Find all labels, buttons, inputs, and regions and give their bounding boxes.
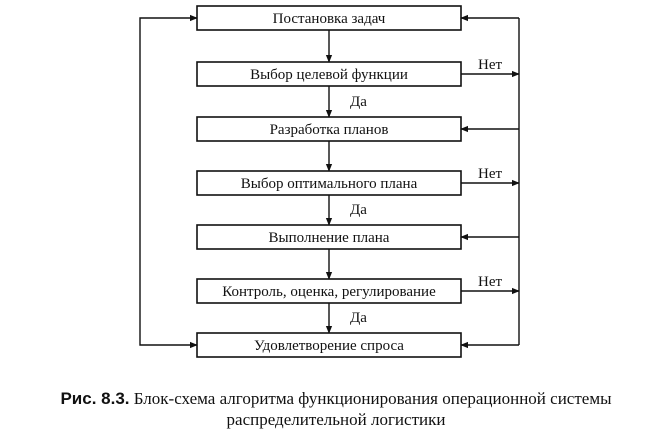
no-label-2: Нет (478, 166, 502, 182)
figure-caption: Рис. 8.3. Блок-схема алгоритма функциони… (0, 388, 672, 430)
block-demand-satisfaction-label: Удовлетворение спроса (254, 338, 404, 354)
block-optimal-plan: Выбор оптимального плана (196, 170, 462, 196)
caption-line-1: Рис. 8.3. Блок-схема алгоритма функциони… (0, 388, 672, 409)
yes-label-3: Да (350, 310, 367, 326)
no-label-3: Нет (478, 274, 502, 290)
caption-line-2: распределительной логистики (226, 410, 446, 429)
flowchart: Постановка задач Выбор целевой функции Р… (139, 5, 520, 358)
caption-text-1: Блок-схема алгоритма функционирования оп… (133, 389, 612, 408)
block-optimal-plan-label: Выбор оптимального плана (241, 176, 418, 192)
caption-number: Рис. 8.3. (60, 389, 130, 408)
block-problem-setting: Постановка задач (196, 5, 462, 31)
yes-label-1: Да (350, 94, 367, 110)
block-plan-execution: Выполнение плана (196, 224, 462, 250)
block-plan-development-label: Разработка планов (270, 122, 389, 138)
block-plan-development: Разработка планов (196, 116, 462, 142)
block-objective-function-label: Выбор целевой функции (250, 67, 408, 83)
no-label-1: Нет (478, 57, 502, 73)
block-control-label: Контроль, оценка, регулирование (222, 284, 436, 300)
block-plan-execution-label: Выполнение плана (269, 230, 390, 246)
block-objective-function: Выбор целевой функции (196, 61, 462, 87)
left-feedback-line (139, 14, 198, 349)
yes-label-2: Да (350, 202, 367, 218)
block-demand-satisfaction: Удовлетворение спроса (196, 332, 462, 358)
block-problem-setting-label: Постановка задач (273, 11, 386, 27)
block-control: Контроль, оценка, регулирование (196, 278, 462, 304)
